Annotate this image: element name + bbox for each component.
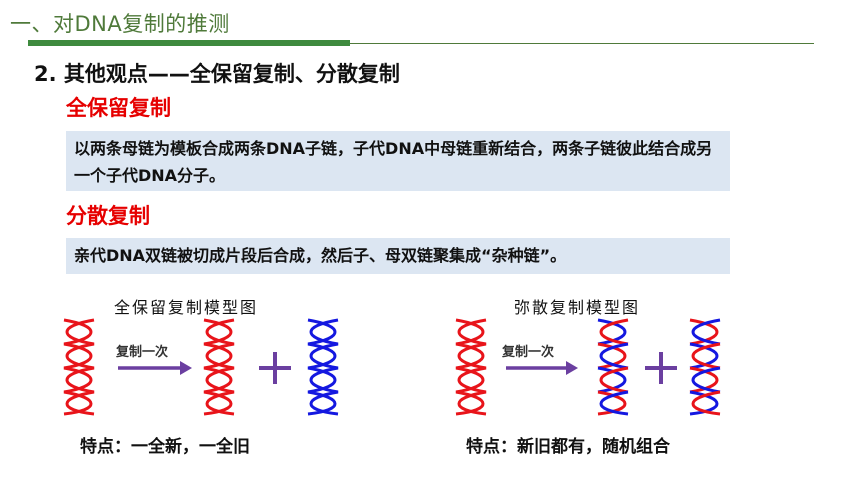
replication-arrow [506,361,578,375]
arrow-label: 复制一次 [501,344,554,360]
conservative-model-title: 全保留复制模型图 [114,298,259,317]
dispersive-model-diagram: 复制一次 [448,316,748,416]
dispersive-feature: 特点：新旧都有，随机组合 [466,437,670,457]
header-rule-thin [350,43,814,44]
conservative-description-box: 以两条母链为模板合成两条DNA子链，子代DNA中母链重新结合，两条子链彼此结合成… [66,131,730,191]
dispersive-description: 亲代DNA双链被切成片段后合成，然后子、母双链聚集成“杂种链”。 [74,246,567,265]
hybrid-dna-helix-2 [689,318,721,416]
arrow-label: 复制一次 [115,344,168,360]
header-rule-thick [28,40,350,46]
conservative-description: 以两条母链为模板合成两条DNA子链，子代DNA中母链重新结合，两条子链彼此结合成… [74,139,713,185]
header-title: 一、对DNA复制的推测 [10,12,230,36]
plus-sign [259,352,291,384]
replication-arrow [118,361,192,375]
dispersive-description-box: 亲代DNA双链被切成片段后合成，然后子、母双链聚集成“杂种链”。 [66,238,730,274]
conservative-feature: 特点：一全新，一全旧 [80,437,250,457]
section-title: 2. 其他观点——全保留复制、分散复制 [34,62,400,86]
parent-dna-helix [63,318,95,416]
hybrid-dna-helix-1 [597,318,629,416]
new-dna-helix [307,318,339,416]
conservative-model-diagram: 复制一次 [56,316,356,416]
parent-dna-helix [455,318,487,416]
old-dna-helix [203,318,235,416]
dispersive-title: 分散复制 [66,204,150,228]
plus-sign [645,352,677,384]
dispersive-model-title: 弥散复制模型图 [514,298,641,317]
conservative-title: 全保留复制 [66,96,171,120]
